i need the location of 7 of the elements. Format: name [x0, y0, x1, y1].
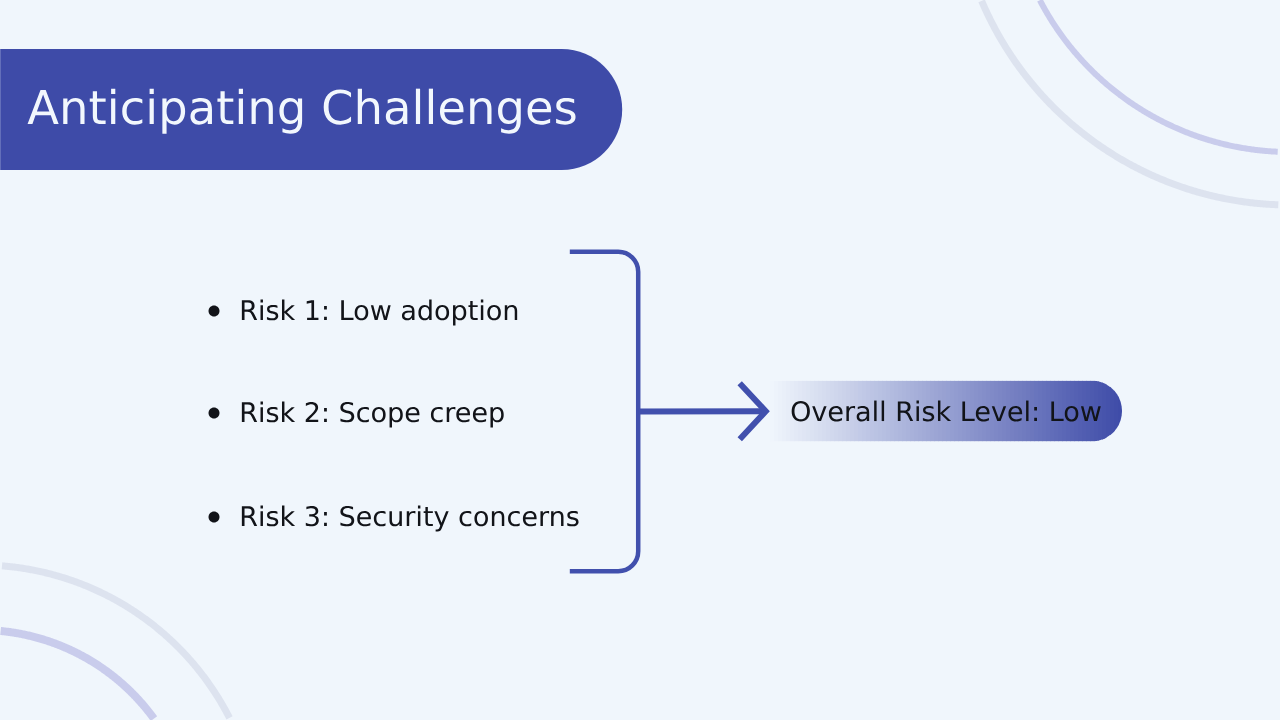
arrow	[638, 381, 770, 442]
node-label: Overall Risk Level: Low	[791, 400, 1101, 422]
list-item: Risk 3: Security concerns	[241, 505, 579, 532]
list-item: Risk 1: Low adoption	[241, 299, 518, 326]
title-banner: Anticipating Challenges	[0, 49, 623, 170]
list-item: Risk 2: Scope creep	[241, 401, 504, 428]
result-pill: Overall Risk Level: Low	[770, 380, 1122, 442]
